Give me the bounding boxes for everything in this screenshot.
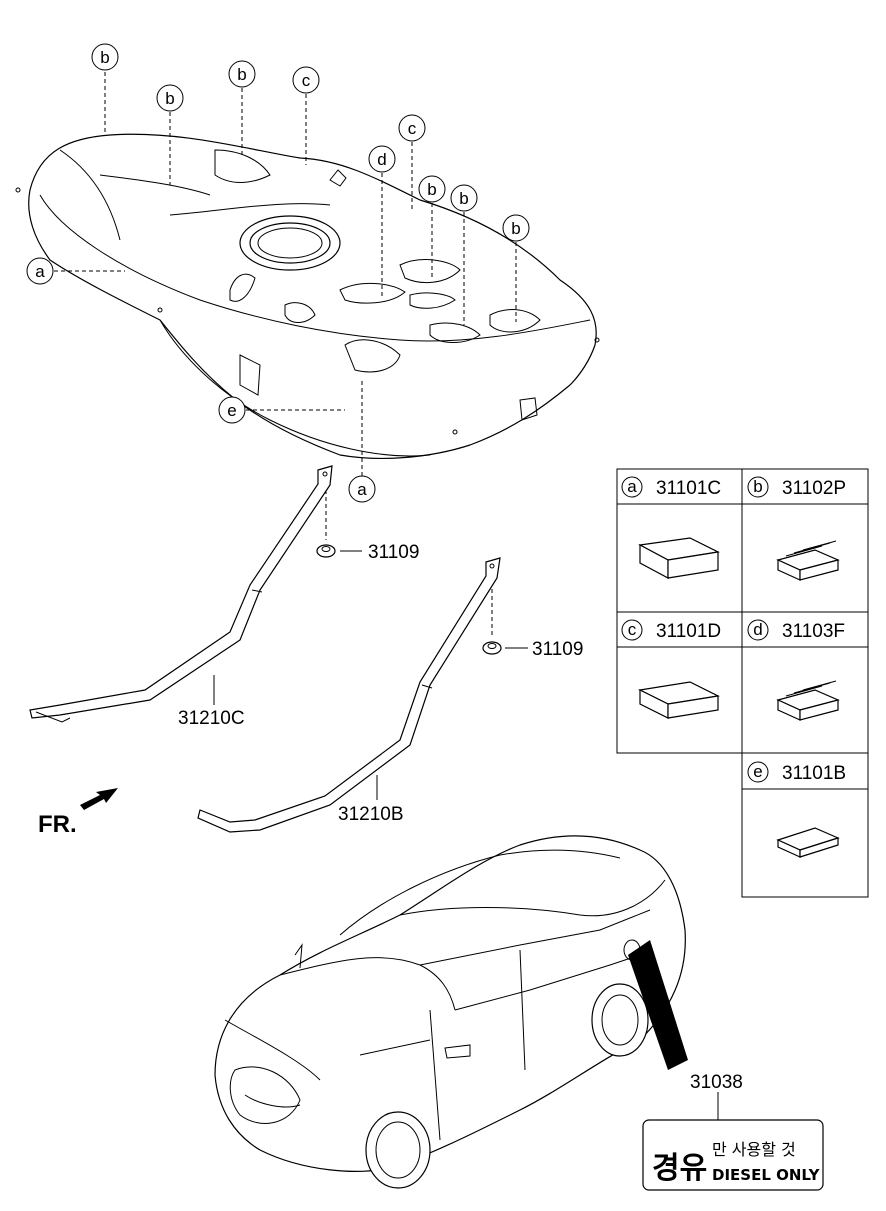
nut-icon: [316, 544, 336, 558]
svg-text:31101B: 31101B: [782, 763, 846, 784]
svg-text:b: b: [427, 180, 436, 199]
svg-text:b: b: [511, 219, 520, 238]
legend-cell-a: a 31101C: [621, 476, 721, 499]
callout-b-5: b: [450, 184, 478, 212]
svg-text:c: c: [628, 620, 637, 639]
flat-pad-icon: [638, 537, 720, 580]
ribbed-pad-icon: [776, 540, 840, 581]
svg-text:d: d: [753, 620, 762, 639]
svg-text:c: c: [408, 119, 417, 138]
callout-b-2: b: [156, 84, 184, 112]
callout-d-1: d: [368, 145, 396, 173]
callout-a-1: a: [26, 257, 54, 285]
strap-31210c: [29, 465, 333, 723]
part-number-31210b: 31210B: [338, 804, 404, 825]
callout-a-2: a: [348, 475, 376, 503]
nut-icon: [482, 641, 502, 655]
svg-text:b: b: [459, 189, 468, 208]
label-big-korean: 경유: [652, 1151, 707, 1186]
svg-text:e: e: [753, 762, 762, 781]
callout-c-2: c: [398, 114, 426, 142]
legend-cell-e: e 31101B: [747, 761, 846, 784]
callout-b-3: b: [228, 60, 256, 88]
svg-text:b: b: [100, 48, 109, 67]
svg-text:a: a: [35, 262, 45, 281]
svg-text:a: a: [357, 480, 367, 499]
front-marker: FR.: [38, 811, 77, 838]
svg-text:e: e: [227, 401, 236, 420]
front-direction-arrow-icon: [80, 788, 118, 810]
svg-text:d: d: [377, 150, 386, 169]
svg-text:c: c: [302, 71, 311, 90]
svg-text:31101D: 31101D: [656, 621, 721, 642]
car-illustration: [214, 835, 686, 1189]
label-small-korean: 만 사용할 것: [712, 1140, 796, 1159]
thin-pad-icon: [776, 827, 840, 858]
legend-cell-c: c 31101D: [621, 619, 721, 642]
svg-text:b: b: [753, 477, 762, 496]
callout-circles: b b b c c d b b b a e a: [26, 43, 530, 503]
callout-b-4: b: [418, 175, 446, 203]
label-english: DIESEL ONLY: [712, 1166, 821, 1184]
svg-text:a: a: [627, 477, 637, 496]
callout-b-1: b: [91, 43, 119, 71]
callout-e-1: e: [218, 396, 246, 424]
callout-leaders: [54, 72, 528, 800]
part-number-31109-a: 31109: [368, 542, 419, 563]
svg-text:31102P: 31102P: [782, 478, 846, 499]
flat-pad-icon: [638, 681, 720, 719]
legend-table: a 31101C b 31102P c 31101D d 31103F e 31…: [616, 468, 869, 898]
label-pointer: [628, 940, 688, 1070]
svg-text:b: b: [237, 65, 246, 84]
fuel-tank: [15, 133, 600, 460]
part-number-31038: 31038: [690, 1072, 743, 1093]
callout-b-6: b: [502, 214, 530, 242]
legend-cell-b: b 31102P: [747, 476, 846, 499]
ribbed-pad-icon: [776, 680, 840, 721]
diesel-only-label: 경유 만 사용할 것 DIESEL ONLY: [642, 1119, 824, 1191]
strap-31210b: [197, 557, 501, 833]
part-number-31109-b: 31109: [532, 639, 583, 660]
part-number-31210c: 31210C: [178, 708, 245, 729]
legend-cell-d: d 31103F: [747, 619, 845, 642]
callout-c-1: c: [292, 66, 320, 94]
svg-text:31101C: 31101C: [656, 478, 721, 499]
svg-text:31103F: 31103F: [782, 621, 845, 642]
svg-text:b: b: [165, 89, 174, 108]
